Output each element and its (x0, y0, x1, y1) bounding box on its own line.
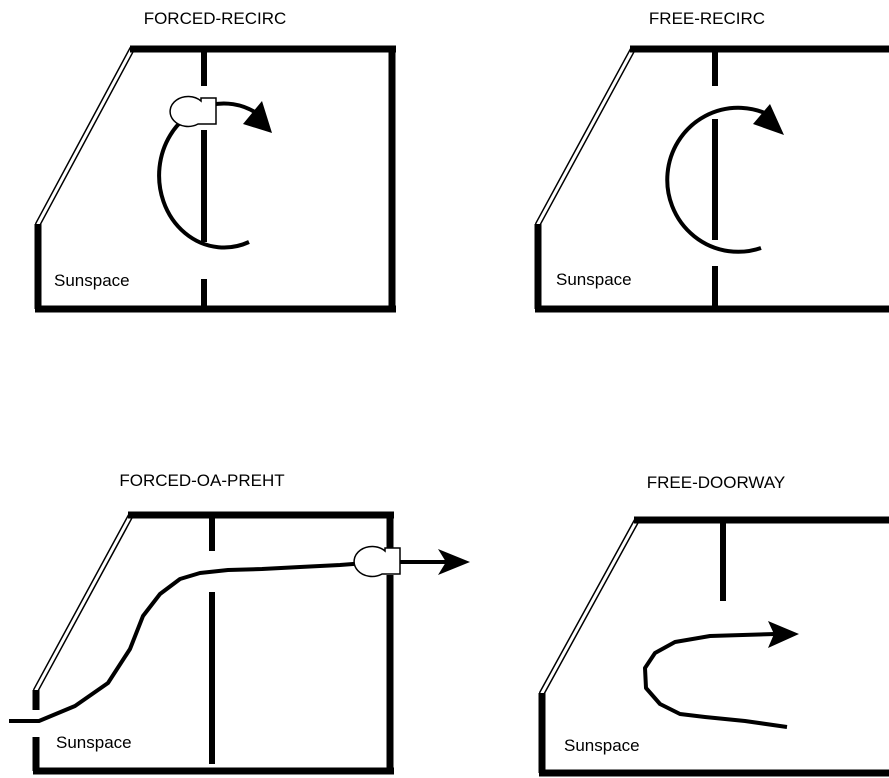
doorway-flow-arrow (643, 621, 799, 729)
room-walls (538, 516, 889, 777)
panel-title: FORCED-RECIRC (144, 9, 287, 28)
room-label: Sunspace (56, 733, 132, 752)
recirculation-flow-arrow (665, 104, 784, 254)
recirculation-flow-arrow (157, 101, 272, 250)
fan-icon (353, 545, 401, 578)
room-walls (534, 45, 889, 313)
outside-air-preheat-flow-arrow (9, 549, 470, 723)
room-label: Sunspace (556, 270, 632, 289)
sunspace-glazing (539, 517, 640, 696)
panel-title: FREE-RECIRC (649, 9, 765, 28)
room-label: Sunspace (54, 271, 130, 290)
room-label: Sunspace (564, 736, 640, 755)
panel-free-doorway: FREE-DOORWAY Sunspace (538, 473, 889, 777)
panel-forced-recirc: FORCED-RECIRC Sunspace (34, 9, 396, 313)
panel-title: FREE-DOORWAY (647, 473, 786, 492)
room-walls (32, 511, 394, 775)
panel-forced-oa-preht: FORCED-OA-PREHT Sunspace (9, 471, 470, 775)
fan-icon (169, 95, 217, 128)
panel-title: FORCED-OA-PREHT (119, 471, 284, 490)
sunspace-glazing (535, 46, 636, 227)
panel-free-recirc: FREE-RECIRC Sunspace (534, 9, 889, 313)
sunspace-glazing (35, 46, 135, 227)
room-walls (34, 45, 396, 313)
sunspace-glazing (33, 512, 134, 693)
